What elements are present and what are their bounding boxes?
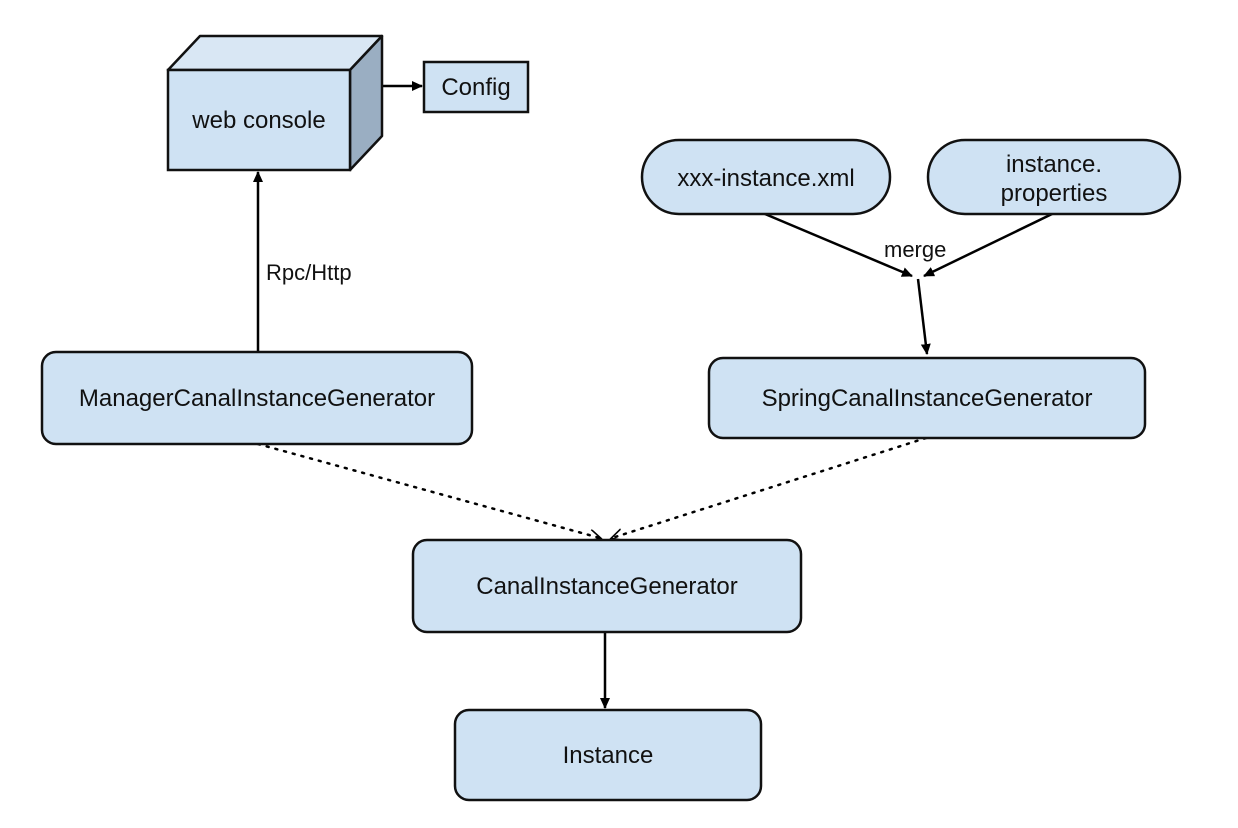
node-manager-canal-instance-generator: ManagerCanalInstanceGenerator: [40, 350, 474, 446]
node-canal-instance-generator: CanalInstanceGenerator: [411, 538, 803, 634]
node-xxx-instance-xml: xxx-instance.xml: [640, 138, 892, 216]
edge-manager-canalgenerator: [256, 442, 600, 538]
edge-xml-merge: [764, 212, 913, 278]
spring-generator-box: [707, 356, 1147, 440]
node-instance-properties: instance. properties: [926, 138, 1182, 216]
config-box: [422, 60, 530, 114]
xxx-instance-xml-pill: [640, 138, 892, 216]
edge-label-merge: merge: [884, 237, 946, 262]
cube-top-face: [166, 34, 384, 72]
node-instance: Instance: [453, 708, 763, 802]
instance-properties-label-line2: properties: [1001, 180, 1108, 207]
node-config: Config: [422, 60, 530, 114]
edge-properties-merge: [923, 212, 1053, 278]
edges: Rpc/Http merge: [253, 81, 1053, 709]
edge-label-rpc-http: Rpc/Http: [266, 260, 352, 285]
instance-properties-pill: [926, 138, 1182, 216]
web-console-label: web console: [191, 107, 325, 134]
edge-spring-canalgenerator: [612, 436, 928, 538]
manager-generator-box: [40, 350, 474, 446]
spring-generator-label: SpringCanalInstanceGenerator: [762, 385, 1093, 412]
instance-label: Instance: [563, 742, 654, 769]
xxx-instance-xml-label: xxx-instance.xml: [677, 165, 854, 192]
canal-generator-box: [411, 538, 803, 634]
cube-front-face: [166, 68, 352, 172]
edge-merge-spring: [916, 278, 931, 355]
instance-box: [453, 708, 763, 802]
instance-properties-label-line1: instance.: [1006, 151, 1102, 178]
node-web-console: web console: [166, 34, 384, 172]
node-spring-canal-instance-generator: SpringCanalInstanceGenerator: [707, 356, 1147, 440]
manager-generator-label: ManagerCanalInstanceGenerator: [79, 385, 435, 412]
canal-generator-label: CanalInstanceGenerator: [476, 573, 738, 600]
config-label: Config: [441, 74, 510, 101]
